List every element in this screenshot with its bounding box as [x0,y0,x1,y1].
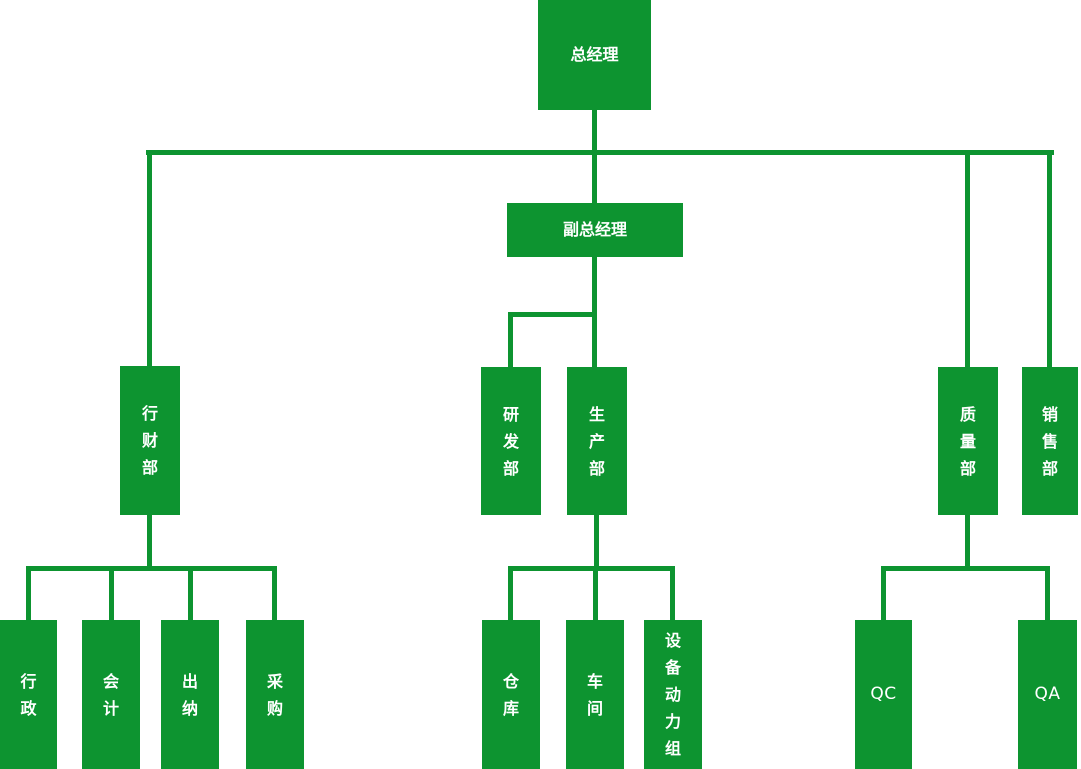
connector-drop-finance-admin [147,150,152,366]
node-rnd-dept[interactable]: 研 发 部 [481,367,541,515]
node-sales-dept[interactable]: 销 售 部 [1022,367,1078,515]
connector-gm-to-dgm [592,110,597,203]
node-cashier[interactable]: 出 纳 [161,620,219,769]
connector-drop-workshop [593,566,598,620]
node-label: 设 备 动 力 组 [664,631,681,758]
connector-drop-quality [965,150,970,367]
node-qa[interactable]: QA [1018,620,1077,769]
connector-production-down [594,515,599,571]
node-quality-dept[interactable]: 质 量 部 [938,367,998,515]
node-equipment-power-group[interactable]: 设 备 动 力 组 [644,620,702,769]
connector-drop-warehouse [508,566,513,620]
node-label: 行 财 部 [141,404,158,477]
connector-mid-rail [508,566,675,571]
node-label: QC [870,684,897,705]
connector-drop-qa [1045,566,1050,620]
connector-finance-admin-down [147,515,152,571]
connector-quality-down [965,515,970,571]
node-production-dept[interactable]: 生 产 部 [567,367,627,515]
connector-top-rail [146,150,1054,155]
connector-dgm-elbow [508,312,597,317]
node-label: 副总经理 [562,219,627,239]
node-label: 销 售 部 [1041,404,1058,478]
connector-drop-accounting [109,566,114,620]
node-label: 行 政 [20,671,37,718]
connector-drop-equipment [670,566,675,620]
node-label: 总经理 [570,44,619,64]
connector-right-rail [881,566,1050,571]
node-label: 研 发 部 [502,404,519,478]
node-purchasing[interactable]: 采 购 [246,620,304,769]
node-warehouse[interactable]: 仓 库 [482,620,540,769]
node-qc[interactable]: QC [855,620,912,769]
node-finance-admin-dept[interactable]: 行 财 部 [120,366,180,515]
node-label: 会 计 [102,671,119,718]
node-label: 出 纳 [181,671,198,718]
connector-drop-sales [1047,150,1052,367]
connector-drop-purchasing [272,566,277,620]
connector-drop-rnd [508,312,513,367]
node-label: 生 产 部 [588,404,605,478]
connector-drop-cashier [188,566,193,620]
connector-drop-admin [26,566,31,620]
connector-left-rail [26,566,277,571]
node-workshop[interactable]: 车 间 [566,620,624,769]
node-deputy-general-manager[interactable]: 副总经理 [507,203,683,257]
node-label: 车 间 [586,671,603,718]
node-label: QA [1034,684,1061,705]
node-label: 质 量 部 [959,404,976,478]
node-label: 仓 库 [502,671,519,718]
node-general-manager[interactable]: 总经理 [538,0,651,110]
connector-drop-qc [881,566,886,620]
node-administration[interactable]: 行 政 [0,620,57,769]
node-accounting[interactable]: 会 计 [82,620,140,769]
node-label: 采 购 [266,671,283,718]
